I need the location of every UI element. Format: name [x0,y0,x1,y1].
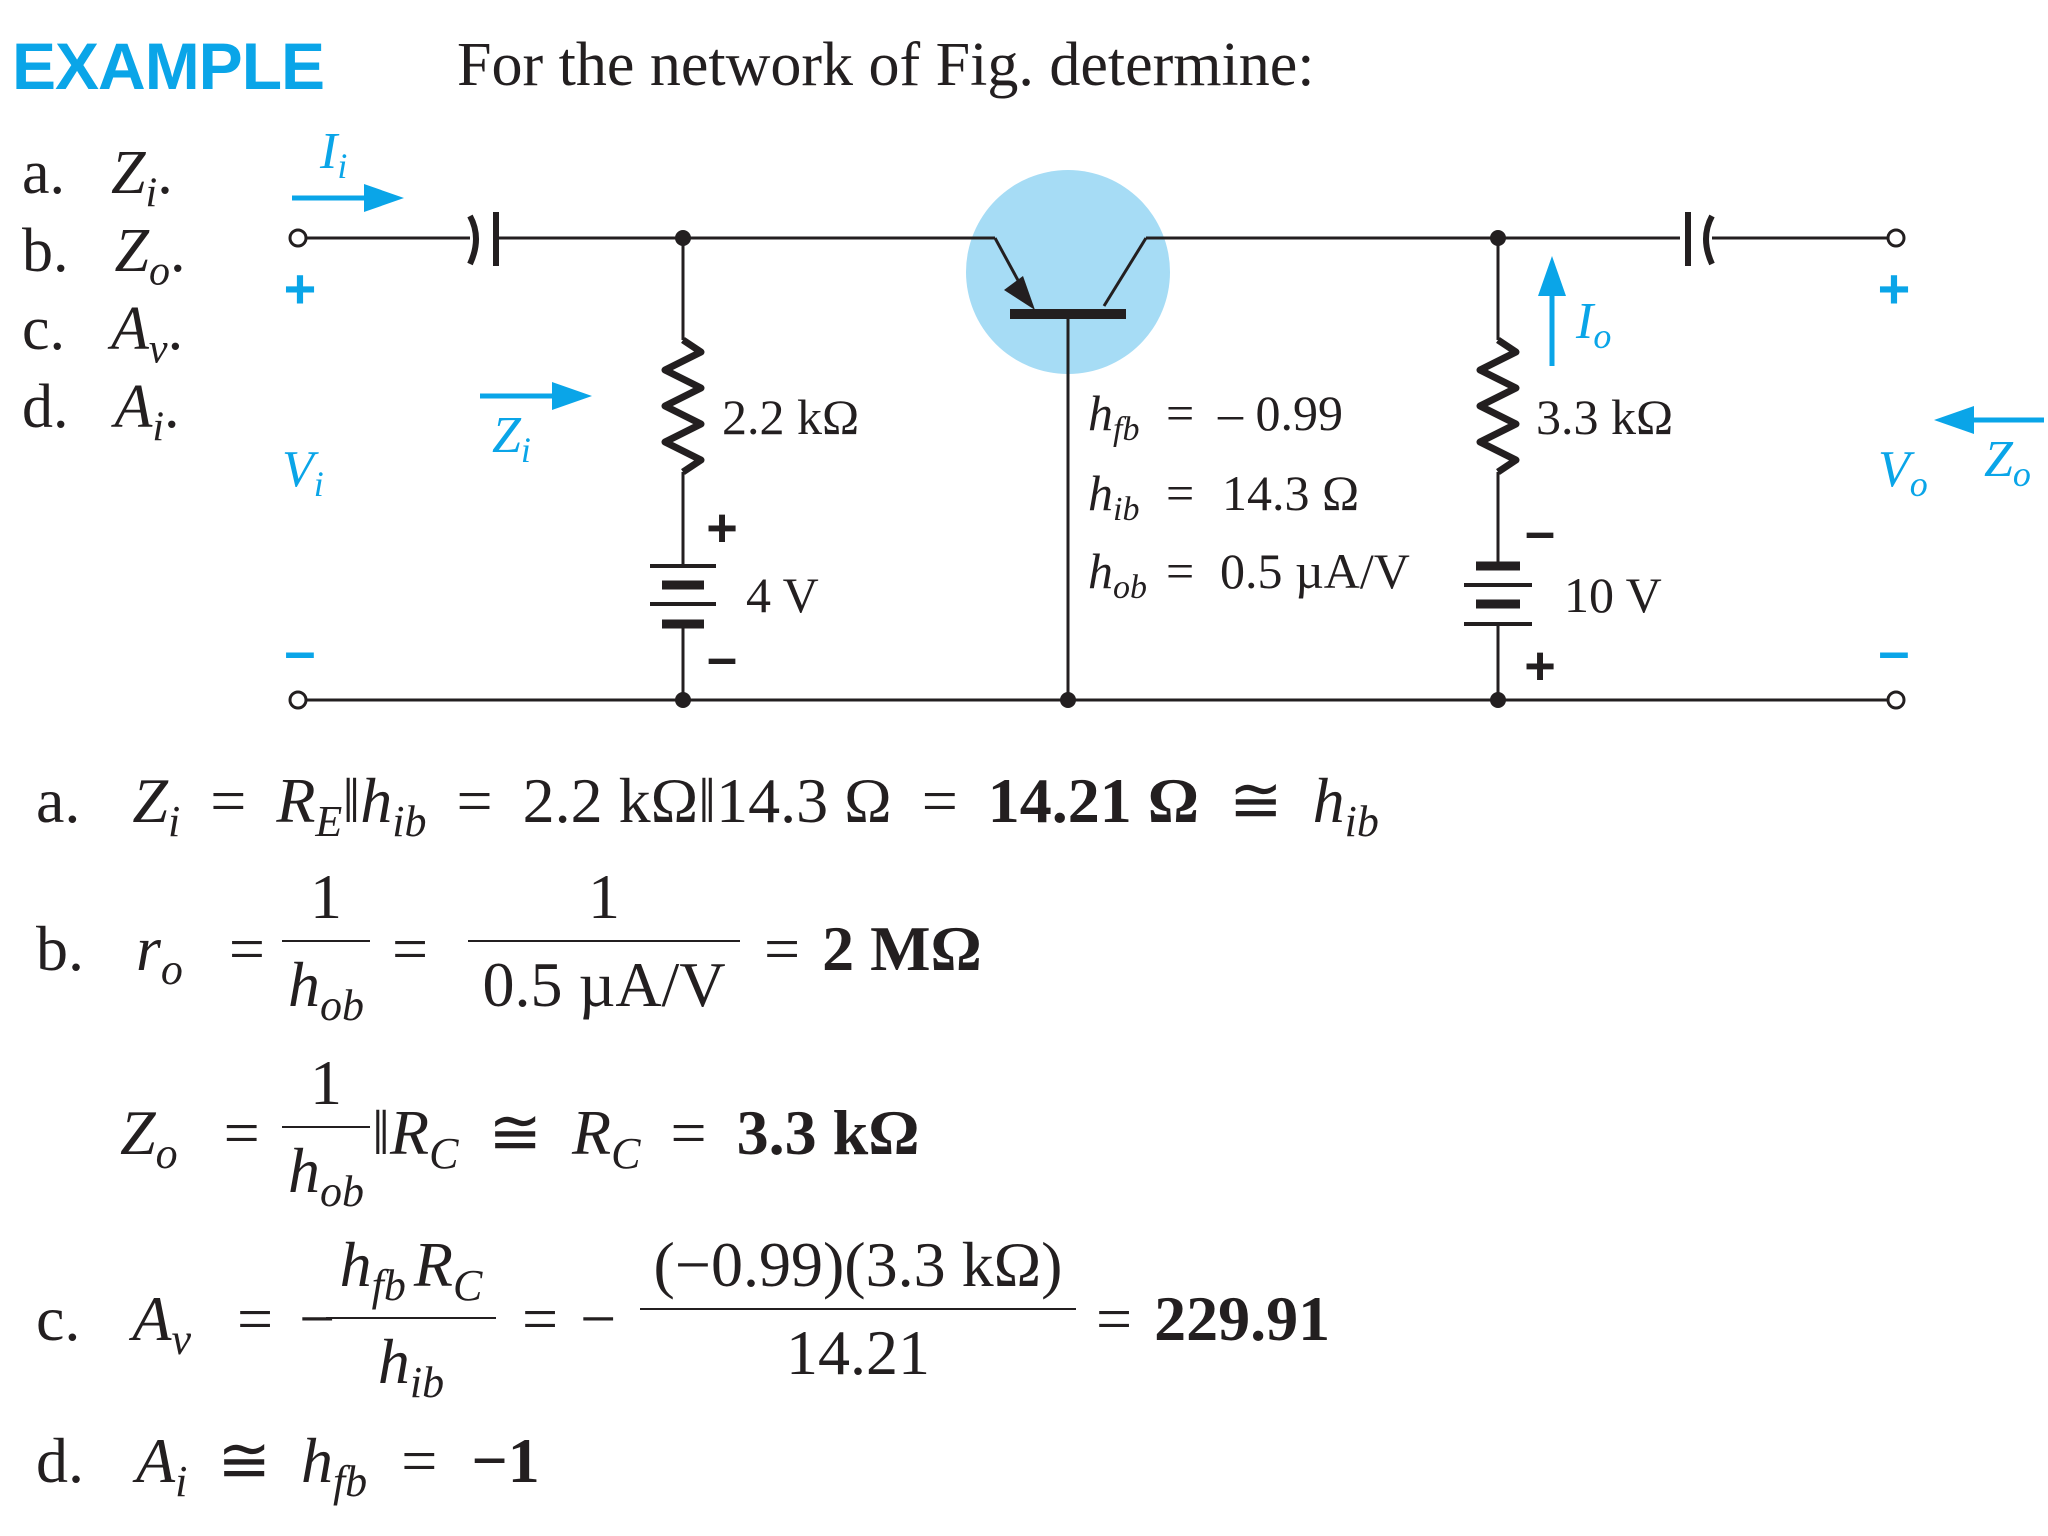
vcc-value: 10 V [1564,567,1662,623]
result-av: 229.91 [1154,1283,1331,1354]
frac-1-over-hob: 1 hob [282,860,370,1031]
junction-collector-bottom [1490,692,1506,708]
re-resistor [661,337,705,475]
result-zi: 14.21 Ω [987,765,1200,836]
input-terminal-bottom [288,690,308,710]
zi-label: Zi [492,407,531,470]
vcc-plus: + [1524,636,1556,696]
param-hfb: hfb=– 0.99 [1088,385,1343,448]
frac-1-over-hob-value: 1 0.5 µA/V [468,860,740,1022]
input-capacitor-plate-curved [467,214,479,266]
ii-label: Ii [319,123,347,186]
zo-label: Zo [1984,431,2031,494]
task-a: a.Zi. [22,139,173,217]
output-terminal-top [1886,228,1906,248]
output-terminal-bottom [1886,690,1906,710]
ii-arrow-head [364,184,404,212]
task-c: c.Av. [22,295,184,373]
junction-collector-top [1490,230,1506,246]
vi-label: Vi [282,441,324,504]
frac-zo-1-over-hob: 1 hob [282,1046,370,1217]
solution-b-result: =2 MΩ [764,913,982,984]
param-hib: hib=14.3 Ω [1088,465,1359,528]
solution-c-result: =229.91 [1096,1283,1331,1354]
frac-value: (−0.99)(3.3 kΩ) 14.21 [640,1228,1076,1390]
junction-base-bottom [1060,692,1076,708]
rc-value: 3.3 kΩ [1536,389,1673,445]
zi-arrow-head [552,382,592,410]
junction-emitter-top [675,230,691,246]
io-arrow-head [1538,256,1566,296]
vi-plus: + [284,257,317,320]
re-value: 2.2 kΩ [722,389,859,445]
solution-a: a.Zi = RE‖hib = 2.2 kΩ‖14.3 Ω = 14.21 Ω … [36,765,1379,846]
transistor-highlight [966,170,1170,374]
example-label: EXAMPLE [12,29,325,103]
param-hob: hob=0.5 µA/V [1088,543,1410,606]
solution-b-letter: b.ro = [36,913,265,994]
vo-plus: + [1878,257,1911,320]
io-label: Io [1575,293,1611,356]
vee-value: 4 V [746,567,819,623]
input-terminal-top [288,228,308,248]
task-b: b.Zo. [22,217,186,295]
vcc-minus: – [1525,502,1555,562]
result-zo: 3.3 kΩ [736,1097,920,1168]
vi-minus: – [284,619,315,682]
result-ro: 2 MΩ [822,913,982,984]
output-capacitor-plate-curved [1703,214,1715,266]
problem-statement: For the network of Fig. determine: [457,31,1315,99]
result-ai: −1 [471,1425,540,1496]
vo-minus: – [1878,619,1909,682]
solution-zo-rhs: ‖RC ≅ RC = 3.3 kΩ [372,1097,920,1178]
collector-diagonal [1102,237,1148,307]
vee-minus: – [707,628,737,688]
rc-resistor [1476,337,1520,475]
junction-emitter-bottom [675,692,691,708]
vee-plus: + [706,498,738,558]
solution-zo-lhs: Zo = [120,1097,260,1178]
solution-c-mid: =− [522,1283,617,1354]
vo-label: Vo [1878,441,1928,504]
solution-c-lhs: c.Av = − [36,1283,336,1364]
solution-d: d.Ai ≅ hfb = −1 [36,1425,540,1506]
eq-sign-b2: = [392,913,429,984]
task-d: d.Ai. [22,373,180,451]
zo-arrow-head [1934,406,1974,434]
emitter-arrow [1004,276,1035,310]
